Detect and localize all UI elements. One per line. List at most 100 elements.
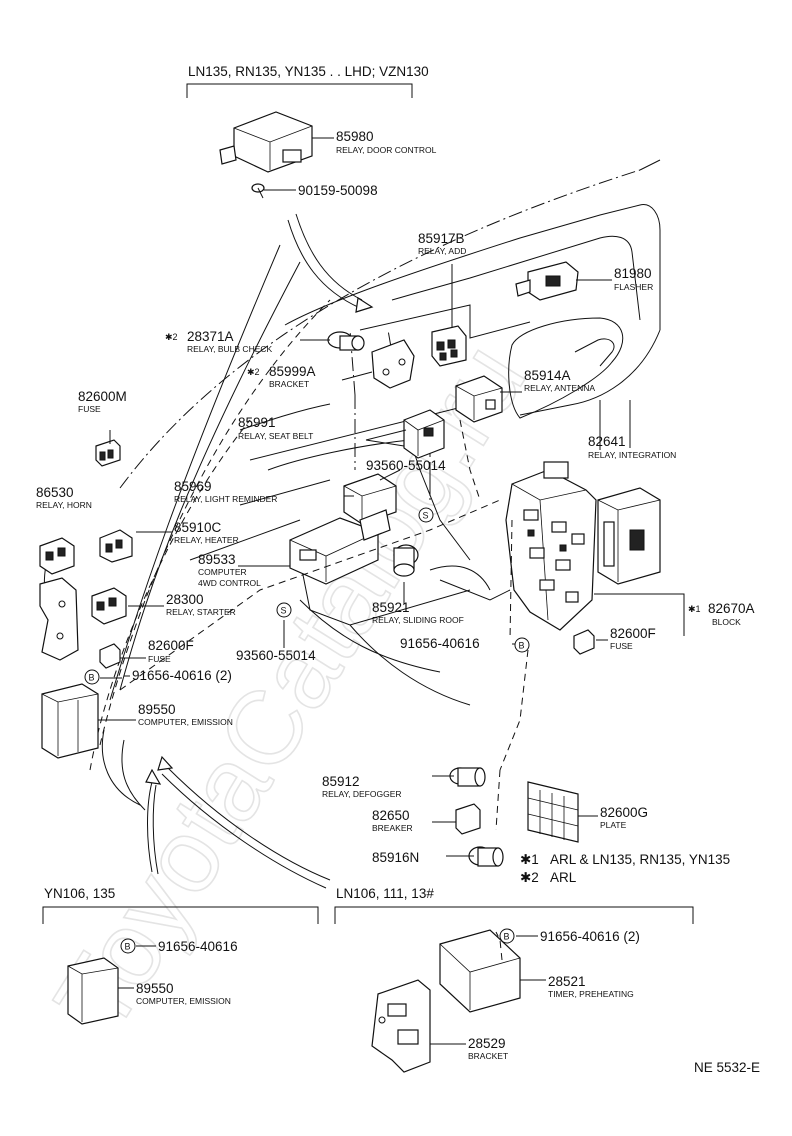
callout-labels: 85980 RELAY, DOOR CONTROL 90159-50098 85… (36, 129, 755, 1061)
part-85921 (393, 544, 419, 577)
screw-marker-label: S (423, 511, 429, 521)
part-caption: TIMER, PREHEATING (548, 989, 634, 999)
part-number: 82600G (600, 805, 648, 820)
arrow-head (145, 768, 162, 785)
part-caption: COMPUTER, EMISSION (138, 717, 233, 727)
part-caption: RELAY, ADD (418, 246, 466, 256)
part-number: 85980 (336, 129, 374, 144)
guide-curves (43, 213, 374, 889)
part-85910C (99, 529, 133, 563)
part-number: 28300 (166, 592, 204, 607)
bracket-bottom-right (334, 906, 694, 924)
part-number: 82670A (708, 601, 755, 616)
bolt-marker (84, 669, 100, 685)
note-mark: ✱2 (247, 367, 260, 377)
part-number: 86530 (36, 485, 74, 500)
bracket-bottom-left (42, 906, 319, 924)
part-caption: RELAY, SEAT BELT (238, 431, 313, 441)
part-caption: RELAY, DEFOGGER (322, 789, 402, 799)
part-86530 (39, 537, 75, 575)
note-mark: ✱2 (165, 332, 178, 342)
part-85999A (371, 339, 415, 389)
header-bottom-right: LN106, 111, 13# (336, 886, 434, 901)
part-caption: FUSE (610, 641, 633, 651)
part-85980 (219, 111, 313, 173)
part-caption: RELAY, INTEGRATION (588, 450, 676, 460)
part-82600F-left (99, 643, 121, 669)
part-caption: RELAY, BULB CHECK (187, 344, 273, 354)
part-caption: FUSE (78, 404, 101, 414)
part-89550 (41, 683, 99, 759)
part-28529 (371, 979, 431, 1073)
header-top: LN135, RN135, YN135 . . LHD; VZN130 (188, 64, 429, 79)
footnote-text: ARL & LN135, RN135, YN135 (550, 852, 730, 867)
part-caption: RELAY, STARTER (166, 607, 236, 617)
part-28300 (91, 587, 127, 625)
part-85912 (449, 767, 486, 787)
part-number: 93560-55014 (236, 648, 316, 663)
part-number: 82600F (148, 638, 194, 653)
part-number: 85921 (372, 600, 410, 615)
part-number: 91656-40616 (2) (540, 929, 640, 944)
part-caption: FLASHER (614, 282, 653, 292)
bracket-top (186, 83, 413, 98)
part-number: 85969 (174, 479, 212, 494)
footnotes: ✱1 ARL & LN135, RN135, YN135 ✱2 ARL (520, 852, 730, 885)
part-caption: COMPUTER (198, 567, 247, 577)
bolt-marker (514, 637, 530, 653)
part-caption: RELAY, LIGHT REMINDER (174, 494, 277, 504)
part-89550-yn (67, 957, 119, 1025)
part-85914A (455, 375, 503, 423)
part-28521 (439, 929, 521, 1013)
part-number: 85991 (238, 415, 276, 430)
bolt-marker-label: B (89, 673, 95, 683)
part-82650 (455, 803, 481, 835)
screw-marker (276, 602, 292, 618)
part-caption: RELAY, DOOR CONTROL (336, 145, 437, 155)
bolt-marker-label: B (519, 641, 525, 651)
part-caption: RELAY, ANTENNA (524, 383, 595, 393)
part-number: 28521 (548, 974, 586, 989)
arrow-head (355, 296, 374, 313)
footnote-text: ARL (550, 870, 577, 885)
bolt-marker-label: B (125, 942, 131, 952)
part-85991 (403, 409, 445, 459)
part-number: 85914A (524, 368, 571, 383)
part-caption: 4WD CONTROL (198, 578, 261, 588)
part-82600F-right (573, 629, 595, 655)
screw-marker-label: S (281, 606, 287, 616)
arrow-head (157, 755, 174, 771)
part-number: 85999A (269, 364, 316, 379)
part-caption: RELAY, HORN (36, 500, 92, 510)
part-number: 93560-55014 (366, 458, 446, 473)
diagram-code: NE 5532-E (694, 1060, 760, 1075)
part-number: 91656-40616 (2) (132, 668, 232, 683)
part-number: 82600F (610, 626, 656, 641)
footnote-mark: ✱2 (520, 870, 539, 885)
part-number: 28529 (468, 1036, 506, 1051)
part-number: 82650 (372, 808, 410, 823)
part-caption: RELAY, SLIDING ROOF (372, 615, 464, 625)
bolt-marker (499, 928, 515, 944)
part-28371A (327, 331, 365, 351)
part-number: 85910C (174, 520, 222, 535)
note-mark: ✱1 (688, 604, 701, 614)
bolt-marker-label: B (504, 932, 510, 942)
part-number: 82641 (588, 434, 626, 449)
part-number: 28371A (187, 329, 234, 344)
part-caption: COMPUTER, EMISSION (136, 996, 231, 1006)
part-82600G (527, 781, 579, 843)
part-caption: BREAKER (372, 823, 413, 833)
part-number: 85912 (322, 774, 360, 789)
left-bracket (39, 577, 79, 661)
part-caption: PLATE (600, 820, 627, 830)
part-number: 82600M (78, 389, 127, 404)
part-number: 85917B (418, 231, 465, 246)
part-caption: BRACKET (269, 379, 309, 389)
header-bottom-left: YN106, 135 (44, 886, 115, 901)
part-number: 89533 (198, 552, 236, 567)
part-81980 (515, 261, 579, 301)
part-caption: BLOCK (712, 617, 741, 627)
